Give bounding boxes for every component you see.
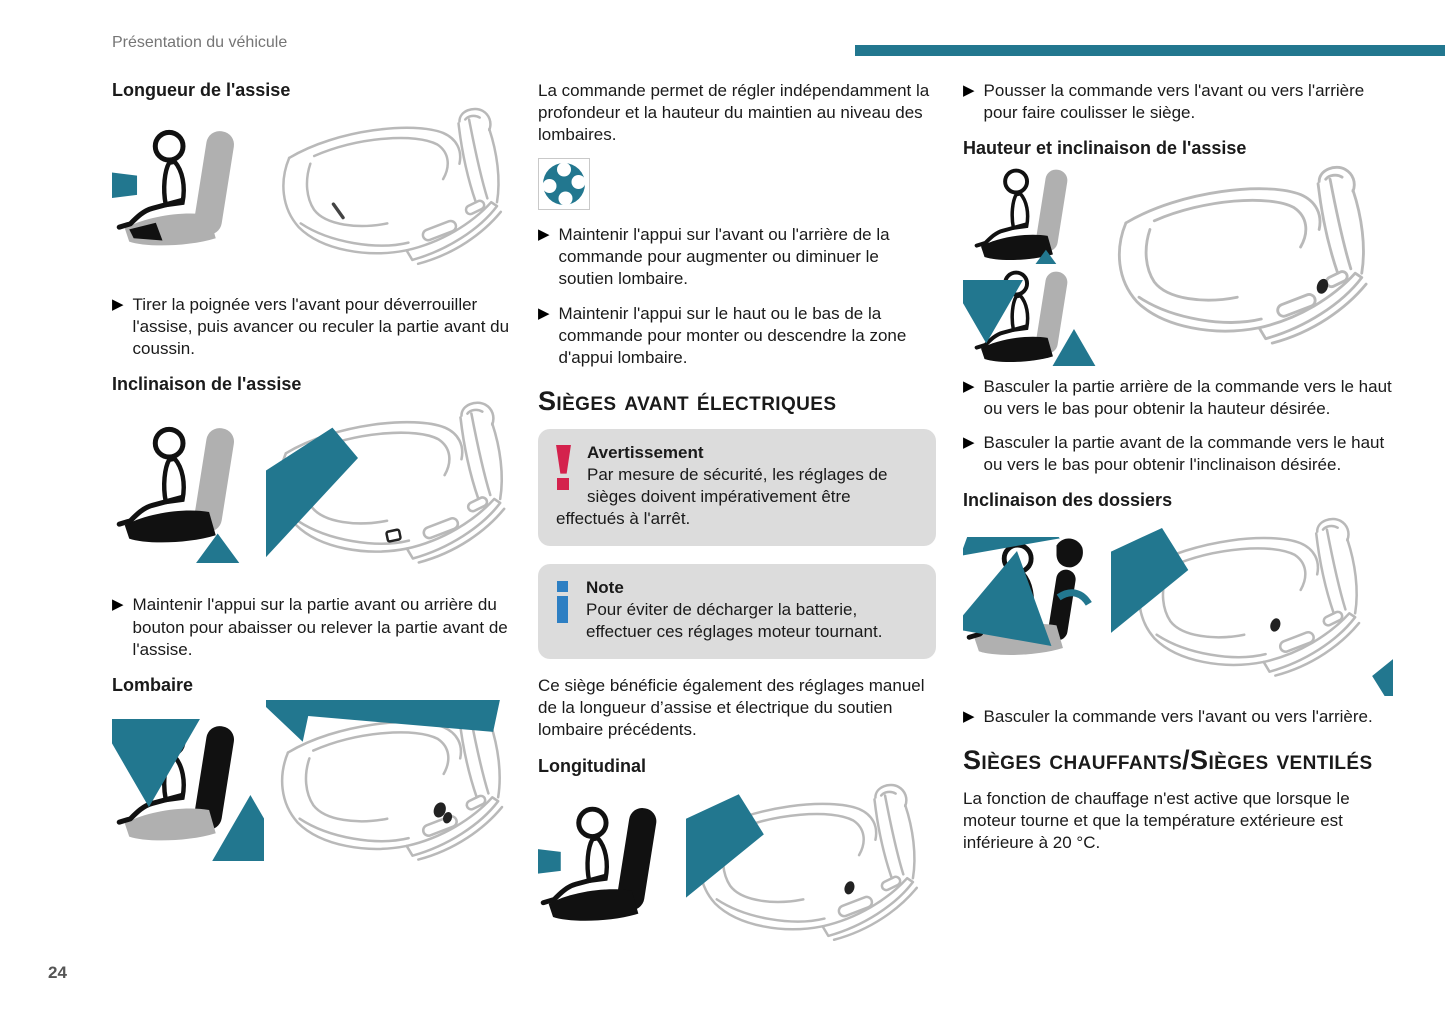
warning-box: Avertissement Par mesure de sécurité, le… xyxy=(538,428,936,546)
paragraph-heating: La fonction de chauffage n'est active qu… xyxy=(963,788,1350,852)
seat-pictogram-tilt-icon xyxy=(112,421,248,563)
bullet-text: Basculer la partie avant de la commande … xyxy=(983,432,1385,475)
bullet-item: ▶ Maintenir l'appui sur le haut ou le ba… xyxy=(538,303,936,369)
bullet-arrow-icon: ▶ xyxy=(963,82,975,99)
warning-exclamation-icon xyxy=(556,444,572,490)
paragraph-seat-benefits: Ce siège bénéficie également des réglage… xyxy=(538,676,925,740)
seat-pictogram-slide-icon xyxy=(112,124,234,246)
heading-longitudinal: Longitudinal xyxy=(538,755,646,776)
seat-pictogram-height-icon xyxy=(974,168,1068,264)
bullet-item: ▶ Basculer la commande vers l'avant ou v… xyxy=(963,706,1397,728)
bullet-item: ▶ Maintenir l'appui sur la partie avant … xyxy=(112,594,532,660)
bullet-text: Tirer la poignée vers l'avant pour déver… xyxy=(132,294,510,358)
bullet-text: Pousser la commande vers l'avant ou vers… xyxy=(983,81,1365,123)
bullet-item: ▶ Basculer la partie arrière de la comma… xyxy=(963,376,1397,420)
seat-sketch-backrest-icon xyxy=(1111,515,1393,696)
heading-lumbar: Lombaire xyxy=(112,674,194,695)
page-number: 24 xyxy=(48,963,67,982)
info-icon xyxy=(557,580,569,623)
diagram-longitudinal xyxy=(538,781,936,962)
bullet-text: Maintenir l'appui sur l'avant ou l'arriè… xyxy=(558,225,890,289)
bullet-arrow-icon: ▶ xyxy=(538,304,550,322)
bullet-arrow-icon: ▶ xyxy=(963,377,975,395)
header-accent-bar xyxy=(855,45,1445,56)
bullet-text: Maintenir l'appui sur la partie avant ou… xyxy=(132,595,508,659)
bullet-arrow-icon: ▶ xyxy=(963,433,975,451)
diagram-seat-tilt xyxy=(112,399,532,585)
seat-sketch-slide-icon xyxy=(266,105,524,284)
paragraph-lumbar-control: La commande permet de régler indépendamm… xyxy=(538,81,930,145)
heading-height-tilt: Hauteur et inclinaison de l'assise xyxy=(963,138,1247,159)
seat-sketch-lumbar-icon xyxy=(266,700,513,880)
bullet-item: ▶ Maintenir l'appui sur l'avant ou l'arr… xyxy=(538,224,936,290)
seat-pictogram-tilt2-icon xyxy=(963,270,1099,366)
seat-sketch-height-icon xyxy=(1101,164,1391,366)
diagram-seat-length xyxy=(112,105,532,284)
bullet-arrow-icon: ▶ xyxy=(112,295,124,313)
bullet-arrow-icon: ▶ xyxy=(112,596,124,614)
heading-heated-seats: Sièges chauffants/Sièges ventilés xyxy=(963,744,1373,775)
bullet-item: ▶ Pousser la commande vers l'avant ou ve… xyxy=(963,80,1397,124)
heading-seat-length: Longueur de l'assise xyxy=(112,80,291,100)
bullet-text: Maintenir l'appui sur le haut ou le bas … xyxy=(558,303,907,367)
seat-pictogram-backrest-icon xyxy=(963,536,1092,675)
bullet-text: Basculer la commande vers l'avant ou ver… xyxy=(983,706,1373,726)
note-box: Note Pour éviter de décharger la batteri… xyxy=(538,563,936,660)
bullet-item: ▶ Tirer la poignée vers l'avant pour dév… xyxy=(112,294,532,360)
lumbar-control-icon xyxy=(538,158,936,211)
bullet-text: Basculer la partie arrière de la command… xyxy=(983,376,1392,418)
column-left: Longueur de l'assise ▶ Tirer la poignée … xyxy=(112,80,532,886)
seat-sketch-tilt-icon xyxy=(266,399,524,585)
bullet-item: ▶ Basculer la partie avant de la command… xyxy=(963,432,1397,476)
heading-electric-seats: Sièges avant électriques xyxy=(538,385,837,416)
heading-backrest-tilt: Inclinaison des dossiers xyxy=(963,490,1173,511)
diagram-height-tilt xyxy=(963,164,1397,366)
column-right: ▶ Pousser la commande vers l'avant ou ve… xyxy=(963,80,1397,866)
heading-seat-tilt: Inclinaison de l'assise xyxy=(112,373,302,394)
note-text: Pour éviter de décharger la batterie, ef… xyxy=(586,600,883,642)
bullet-arrow-icon: ▶ xyxy=(538,226,550,244)
warning-title: Avertissement xyxy=(587,442,704,462)
seat-sketch-longitudinal-icon xyxy=(686,781,936,962)
bullet-arrow-icon: ▶ xyxy=(963,707,975,725)
diagram-backrest-tilt xyxy=(963,515,1397,696)
warning-text: Par mesure de sécurité, les réglages de … xyxy=(556,464,888,528)
diagram-lumbar xyxy=(112,700,532,880)
seat-pictogram-lumbar-icon xyxy=(112,719,264,862)
seat-pictogram-longitudinal-icon xyxy=(538,801,657,921)
page-header: Présentation du véhicule xyxy=(112,34,288,51)
column-middle: La commande permet de régler indépendamm… xyxy=(538,80,936,967)
note-title: Note xyxy=(586,577,624,597)
